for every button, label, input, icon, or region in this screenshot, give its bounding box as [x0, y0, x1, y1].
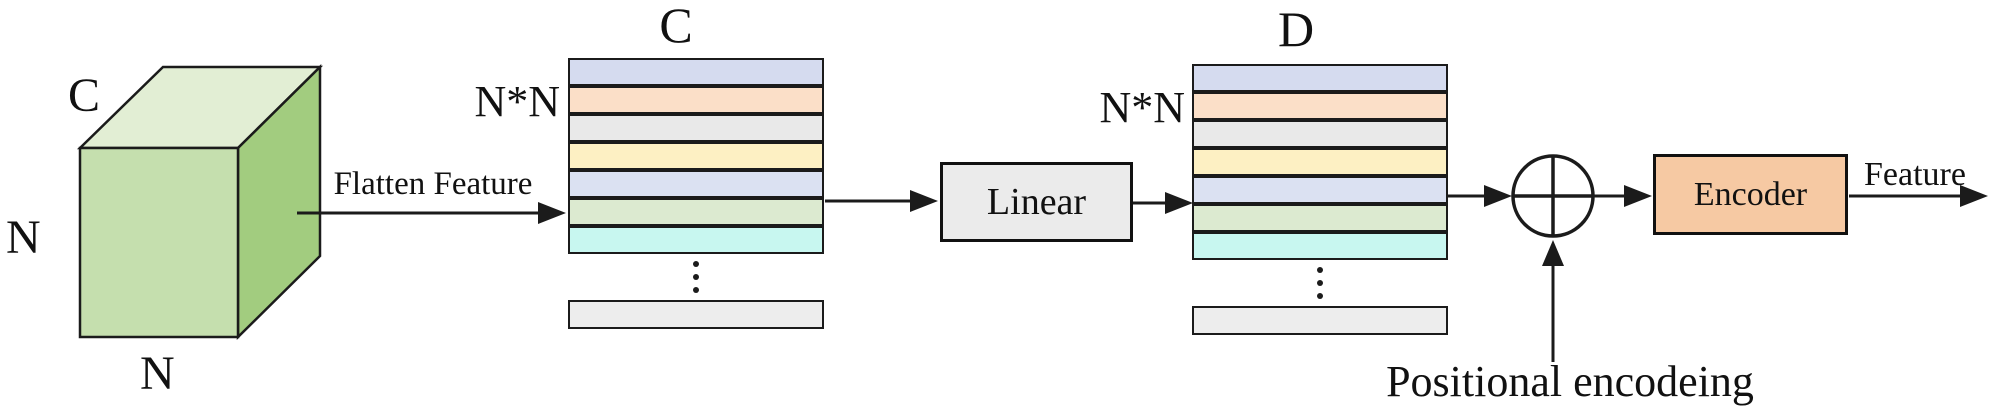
flatten-arrowhead — [538, 202, 566, 224]
linear-box: Linear — [940, 162, 1133, 242]
encoder-out-arrowhead — [1960, 185, 1988, 207]
adder-out-arrowhead — [1624, 185, 1652, 207]
matrix-row — [568, 226, 824, 254]
cube-height-label: N — [6, 211, 41, 264]
dot — [1317, 267, 1323, 273]
flatten-arrow — [297, 202, 566, 224]
matrixC-to-linear-arrow — [825, 190, 938, 212]
positional-arrowhead — [1542, 240, 1564, 266]
matrix-row — [1192, 92, 1448, 120]
dot — [1317, 280, 1323, 286]
matrix-row — [568, 198, 824, 226]
cube-front-face — [78, 146, 240, 339]
matrix-row — [568, 86, 824, 114]
adder-to-encoder-arrow — [1593, 185, 1652, 207]
matrix-bottom-row — [1192, 306, 1448, 335]
cube-width-label: N — [140, 347, 175, 400]
matrix-c-left-label: N*N — [474, 77, 560, 126]
matrix-bottom-row — [568, 300, 824, 329]
matrixC-out-arrowhead — [910, 190, 938, 212]
matrix-row — [1192, 232, 1448, 260]
matrix-row — [568, 142, 824, 170]
feature-cube — [76, 64, 324, 340]
dot — [693, 261, 699, 267]
linear-to-matrixD-arrow — [1133, 192, 1193, 214]
circle-plus-icon — [1511, 154, 1595, 238]
vertical-dots-icon — [1192, 260, 1448, 306]
matrix-d-left-label: N*N — [1099, 83, 1185, 132]
dot — [693, 274, 699, 280]
feature-output-label: Feature — [1864, 156, 1966, 193]
linear-box-label: Linear — [986, 181, 1087, 223]
matrix-d-stack — [1192, 64, 1448, 335]
vertical-dots-icon — [568, 254, 824, 300]
matrix-d-top-label: D — [1277, 1, 1315, 57]
flatten-arrow-label: Flatten Feature — [333, 166, 533, 202]
linear-out-arrowhead — [1165, 192, 1193, 214]
matrixD-to-adder-arrow — [1448, 185, 1512, 207]
matrix-row — [1192, 176, 1448, 204]
positional-encoding-label: Positional encodeing — [1386, 357, 1754, 406]
matrix-row — [1192, 120, 1448, 148]
matrix-row — [568, 114, 824, 142]
cube-channel-label: C — [68, 69, 101, 122]
encoder-output-arrow — [1849, 185, 1988, 207]
dot — [1317, 293, 1323, 299]
encoder-box: Encoder — [1653, 154, 1848, 235]
matrix-row — [1192, 148, 1448, 176]
matrixD-out-arrowhead — [1484, 185, 1512, 207]
matrix-c-top-label: C — [659, 0, 693, 53]
matrix-row — [568, 170, 824, 198]
dot — [693, 287, 699, 293]
positional-encoding-arrow — [1542, 240, 1564, 362]
matrix-row — [568, 58, 824, 86]
encoder-box-label: Encoder — [1693, 175, 1808, 213]
matrix-c-stack — [568, 58, 824, 329]
matrix-row — [1192, 64, 1448, 92]
matrix-row — [1192, 204, 1448, 232]
